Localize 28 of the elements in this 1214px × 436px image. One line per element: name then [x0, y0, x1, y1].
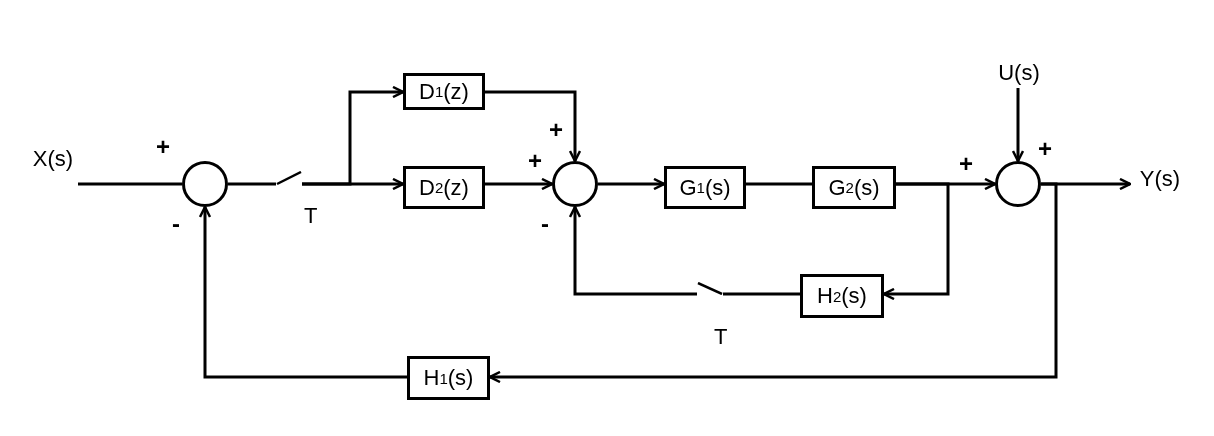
- sign-label: +: [528, 149, 542, 173]
- summing-junction: [182, 161, 228, 207]
- signal-label: X(s): [28, 146, 78, 188]
- signal-arrow: [1011, 88, 1025, 163]
- sampling-period-label: T: [714, 326, 728, 348]
- signal-line: [746, 182, 812, 186]
- signal-arrow: [485, 90, 582, 163]
- signal-arrow: [598, 177, 666, 191]
- sign-label: +: [959, 152, 973, 176]
- sign-label: -: [172, 212, 180, 236]
- signal-label: U(s): [996, 60, 1042, 88]
- signal-line: [228, 182, 276, 186]
- signal-arrow: [568, 205, 697, 296]
- sign-label: -: [541, 212, 549, 236]
- sign-label: +: [156, 135, 170, 159]
- signal-line: [78, 182, 182, 186]
- sign-label: +: [549, 118, 563, 142]
- summing-junction: [552, 161, 598, 207]
- signal-line: [723, 292, 800, 296]
- signal-arrow: [485, 177, 554, 191]
- signal-arrow: [302, 177, 405, 191]
- summing-junction: [995, 161, 1041, 207]
- signal-arrow: [488, 182, 1058, 384]
- signal-arrow: [882, 182, 950, 301]
- signal-label: Y(s): [1130, 166, 1190, 194]
- sign-label: +: [1038, 137, 1052, 161]
- signal-arrow: [198, 205, 407, 379]
- sampling-period-label: T: [304, 205, 318, 227]
